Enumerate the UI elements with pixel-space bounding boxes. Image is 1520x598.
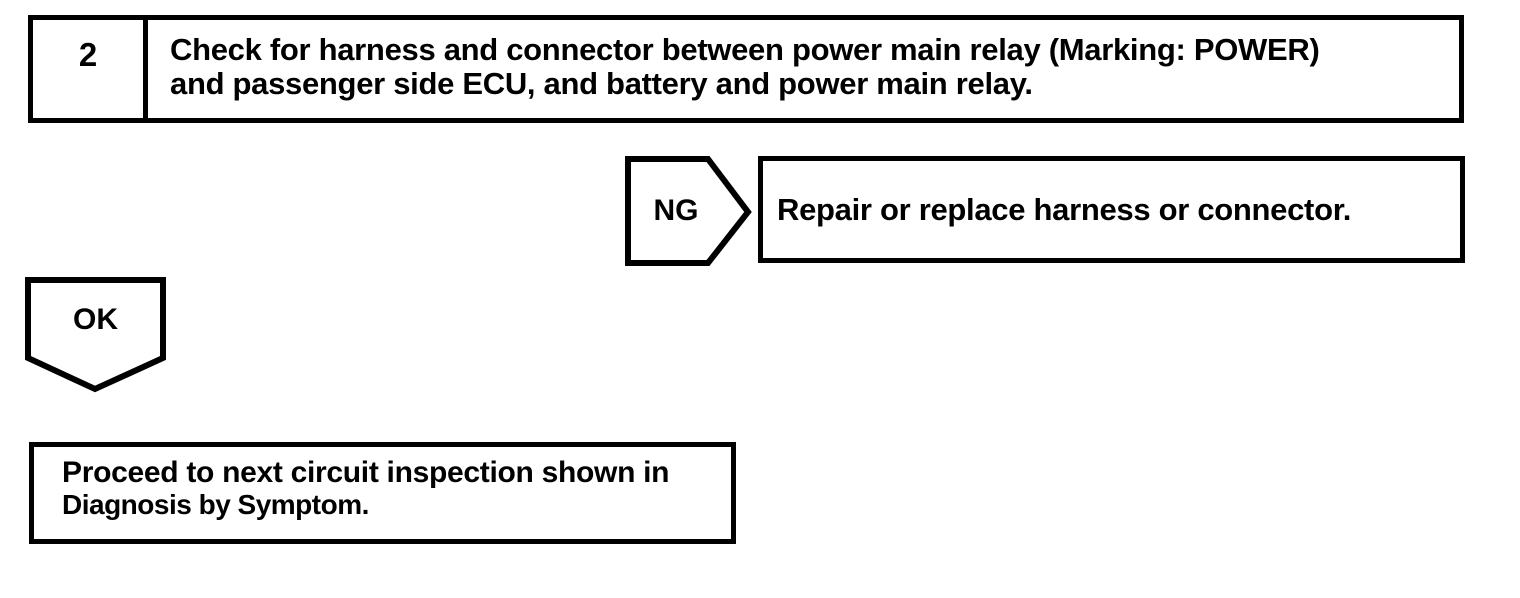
ng-pentagon-right-icon — [625, 156, 752, 266]
ng-label: NG — [653, 194, 699, 227]
ok-label: OK — [73, 303, 118, 336]
ok-result-line-2: Diagnosis by Symptom. — [62, 489, 369, 520]
ng-action-box: Repair or replace harness or connector. — [758, 156, 1465, 263]
step-number-cell: 2 — [33, 20, 148, 118]
step-box: 2 Check for harness and connector betwee… — [28, 15, 1464, 123]
ok-result-line-1: Proceed to next circuit inspection shown… — [62, 456, 670, 489]
ng-action-text: Repair or replace harness or connector. — [777, 191, 1352, 227]
step-instruction: Check for harness and connector between … — [148, 20, 1459, 118]
ok-pentagon-down-icon — [25, 277, 166, 393]
step-instruction-line-2: and passenger side ECU, and battery and … — [170, 66, 1033, 101]
step-number: 2 — [78, 36, 98, 73]
ok-result-box: Proceed to next circuit inspection shown… — [29, 442, 736, 544]
step-instruction-line-1: Check for harness and connector between … — [170, 32, 1320, 67]
